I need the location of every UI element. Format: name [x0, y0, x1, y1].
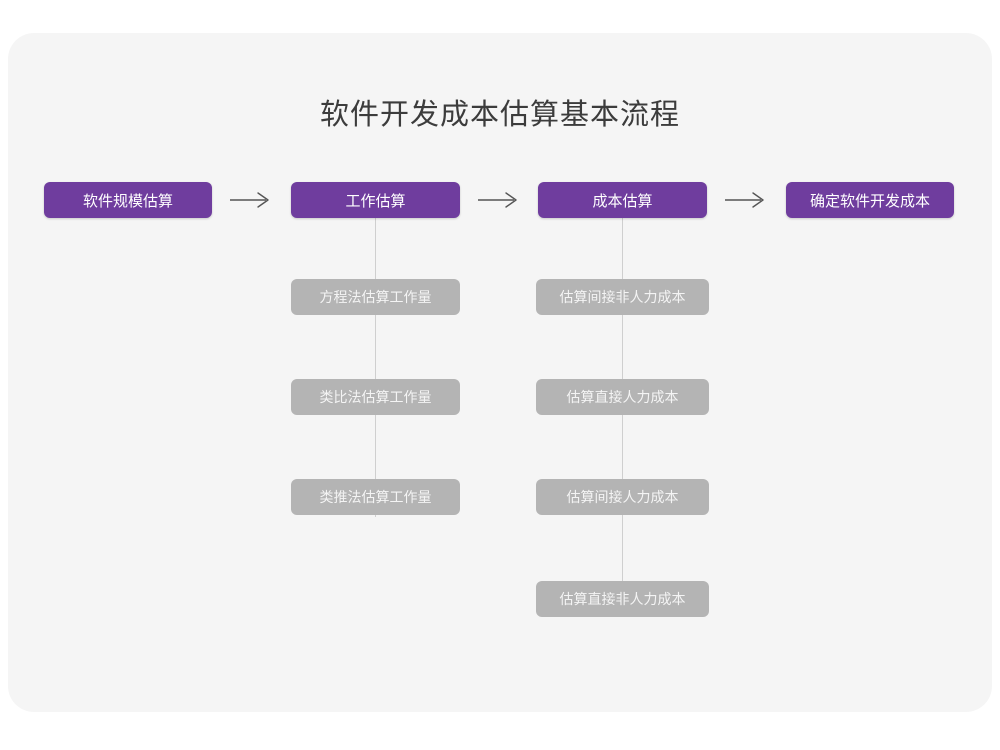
node-analogy-method-effort[interactable]: 类比法估算工作量	[291, 379, 460, 415]
node-work-estimation[interactable]: 工作估算	[291, 182, 460, 218]
node-label: 工作估算	[345, 192, 406, 210]
node-label: 成本估算	[592, 192, 653, 210]
arrow-1	[228, 190, 274, 210]
node-label: 估算直接非人力成本	[559, 591, 686, 607]
node-label: 确定软件开发成本	[809, 192, 930, 210]
arrow-2	[476, 190, 522, 210]
node-indirect-nonlabor-cost[interactable]: 估算间接非人力成本	[536, 279, 709, 315]
node-label: 估算直接人力成本	[566, 389, 679, 405]
node-label: 类推法估算工作量	[319, 489, 432, 505]
node-direct-nonlabor-cost[interactable]: 估算直接非人力成本	[536, 581, 709, 617]
node-label: 估算间接人力成本	[566, 489, 679, 505]
node-label: 类比法估算工作量	[319, 389, 432, 405]
page-title: 软件开发成本估算基本流程	[319, 99, 680, 131]
arrow-3	[723, 190, 769, 210]
node-cost-estimation[interactable]: 成本估算	[538, 182, 707, 218]
node-label: 方程法估算工作量	[319, 289, 432, 305]
node-indirect-labor-cost[interactable]: 估算间接人力成本	[536, 479, 709, 515]
node-extrapolation-method-effort[interactable]: 类推法估算工作量	[291, 479, 460, 515]
node-label: 估算间接非人力成本	[559, 289, 686, 305]
connector-line-work	[375, 217, 376, 517]
node-equation-method-effort[interactable]: 方程法估算工作量	[291, 279, 460, 315]
node-determine-development-cost[interactable]: 确定软件开发成本	[786, 182, 954, 218]
diagram-canvas	[8, 33, 992, 712]
node-label: 软件规模估算	[82, 192, 173, 210]
connector-line-cost	[622, 217, 623, 617]
node-direct-labor-cost[interactable]: 估算直接人力成本	[536, 379, 709, 415]
node-software-scale-estimation[interactable]: 软件规模估算	[44, 182, 212, 218]
